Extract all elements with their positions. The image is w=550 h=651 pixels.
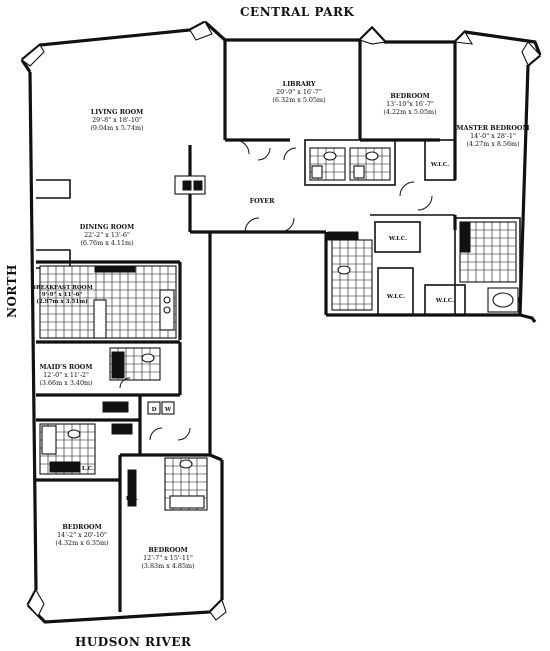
living-room-dim-m: (9.04m x 5.74m) <box>90 124 143 132</box>
bedroom-north-dim-ft: 13'-10"x 16'-7" <box>386 100 434 108</box>
living-room-dim-ft: 29'-8" x 18'-10" <box>92 116 142 124</box>
breakfast-room-dim-ft: 9'-9" x 11'-6" <box>42 292 83 298</box>
dining-room-dim-ft: 22'-2" x 13'-6" <box>84 231 130 239</box>
washer-label: W <box>164 407 172 413</box>
labels: CENTRAL PARK HUDSON RIVER NORTH LIVING R… <box>5 5 530 649</box>
wic-1-label: W.I.C. <box>388 236 407 242</box>
laundry <box>102 401 175 435</box>
bedroom-s-name: BEDROOM <box>148 546 187 554</box>
orientation-bottom-label: HUDSON RIVER <box>75 635 192 649</box>
kitchen-area <box>39 265 177 339</box>
bedroom-s-dim-m: (3.83m x 4.85m) <box>141 562 194 570</box>
master-bedroom-dim-ft: 14'-0" x 28'-1" <box>470 132 516 140</box>
master-bedroom-name: MASTER BEDROOM <box>456 124 529 132</box>
bedroom-north-name: BEDROOM <box>390 92 429 100</box>
wic-master-label: W.I.C. <box>430 162 449 168</box>
library-dim-m: (6.32m x 5.05m) <box>272 96 325 104</box>
s-bathroom <box>127 457 208 511</box>
library-bathroom <box>309 147 391 181</box>
sw-bathroom <box>39 423 96 475</box>
orientation-left-label: NORTH <box>5 264 19 318</box>
bedroom-sw-dim-ft: 14'-2" x 20'-10" <box>57 531 107 539</box>
master-bedroom-dim-m: (4.27m x 8.56m) <box>466 140 519 148</box>
maids-bathroom <box>109 347 161 381</box>
doors <box>119 139 433 441</box>
fireplace <box>174 175 206 195</box>
breakfast-room-name: BREAKFAST ROOM <box>31 285 93 291</box>
library-dim-ft: 20'-9" x 16'-7" <box>276 88 322 96</box>
master-bathroom <box>459 221 520 313</box>
breakfast-room-dim-m: (2.97m x 3.51m) <box>36 298 88 305</box>
dining-room-dim-m: (6.76m x 4.11m) <box>80 239 133 247</box>
bedroom-north-dim-m: (4.22m x 5.05m) <box>383 108 436 116</box>
maids-room-name: MAID'S ROOM <box>40 363 93 371</box>
wic-2-label: W.I.C. <box>386 294 405 300</box>
maids-room-dim-m: (3.66m x 3.40m) <box>39 379 92 387</box>
wic-3-label: W.I.C. <box>435 298 454 304</box>
lc-1-label: L.C. <box>82 466 94 472</box>
bedroom-sw-name: BEDROOM <box>62 523 101 531</box>
bedroom-s-dim-ft: 12'-7" x 15'-11" <box>143 554 193 562</box>
library-name: LIBRARY <box>283 80 316 88</box>
maids-room-dim-ft: 12'-0" x 11'-2" <box>43 371 89 379</box>
secondary-bathroom <box>327 231 373 311</box>
orientation-top-label: CENTRAL PARK <box>240 5 354 19</box>
window-bays <box>21 21 541 621</box>
lc-2-label: L.C. <box>126 496 138 502</box>
bedroom-sw-dim-m: (4.32m x 6.35m) <box>55 539 108 547</box>
interior-walls <box>36 40 521 612</box>
dryer-label: D <box>152 407 157 413</box>
living-room-name: LIVING ROOM <box>91 108 143 116</box>
dining-room-name: DINING ROOM <box>80 223 134 231</box>
foyer-name: FOYER <box>250 197 276 205</box>
